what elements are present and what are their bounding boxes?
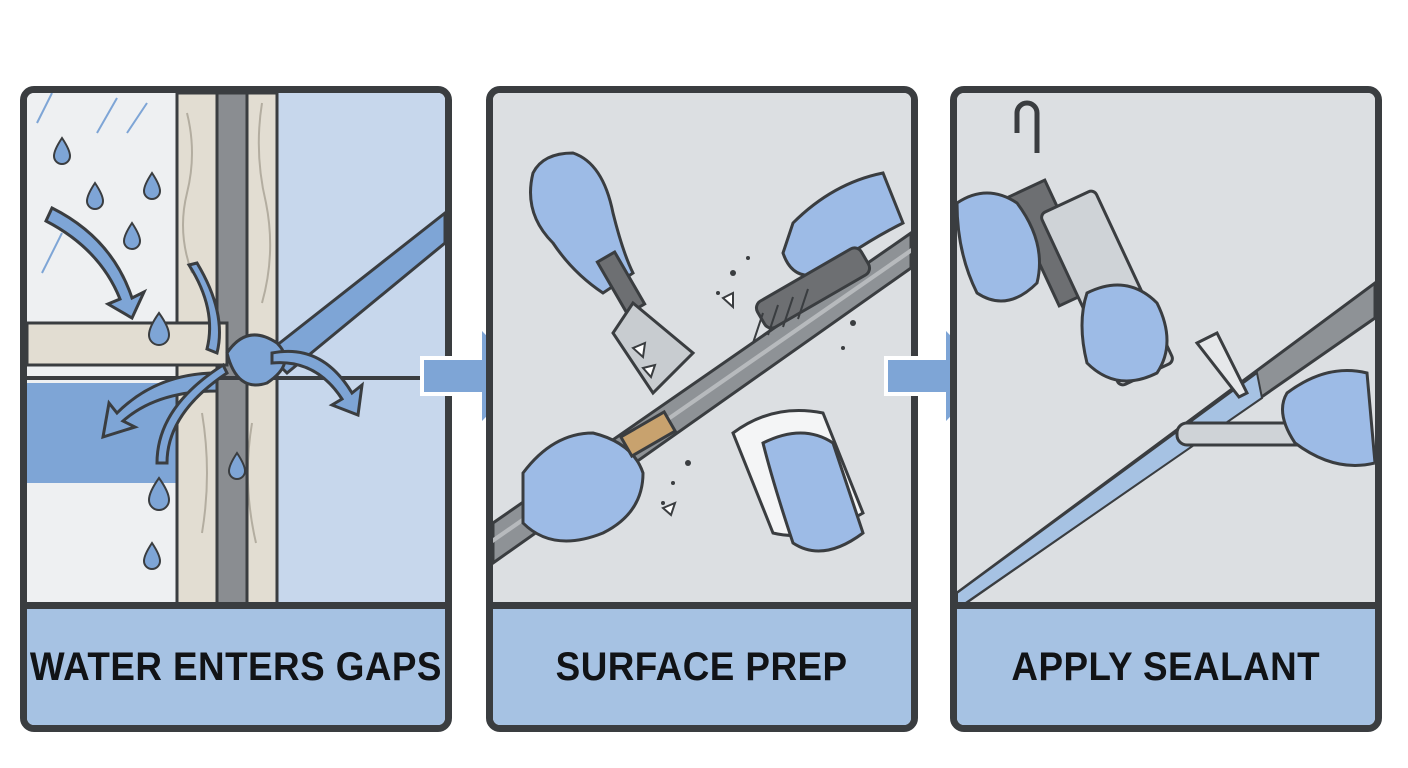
caulk-gun-icon [957, 93, 1375, 609]
step-label: APPLY SEALANT [1011, 644, 1321, 689]
step-label: SURFACE PREP [556, 644, 848, 689]
step-panel-water-enters-gaps: WATER ENTERS GAPS [20, 86, 452, 732]
water-leak-icon [27, 93, 445, 609]
step-caption: APPLY SEALANT [957, 602, 1375, 725]
scraper-brush-icon [493, 93, 911, 609]
step-label: WATER ENTERS GAPS [30, 644, 442, 689]
step-caption: WATER ENTERS GAPS [27, 602, 445, 725]
step-caption: SURFACE PREP [493, 602, 911, 725]
step-panel-apply-sealant: APPLY SEALANT [950, 86, 1382, 732]
step-panel-surface-prep: SURFACE PREP [486, 86, 918, 732]
